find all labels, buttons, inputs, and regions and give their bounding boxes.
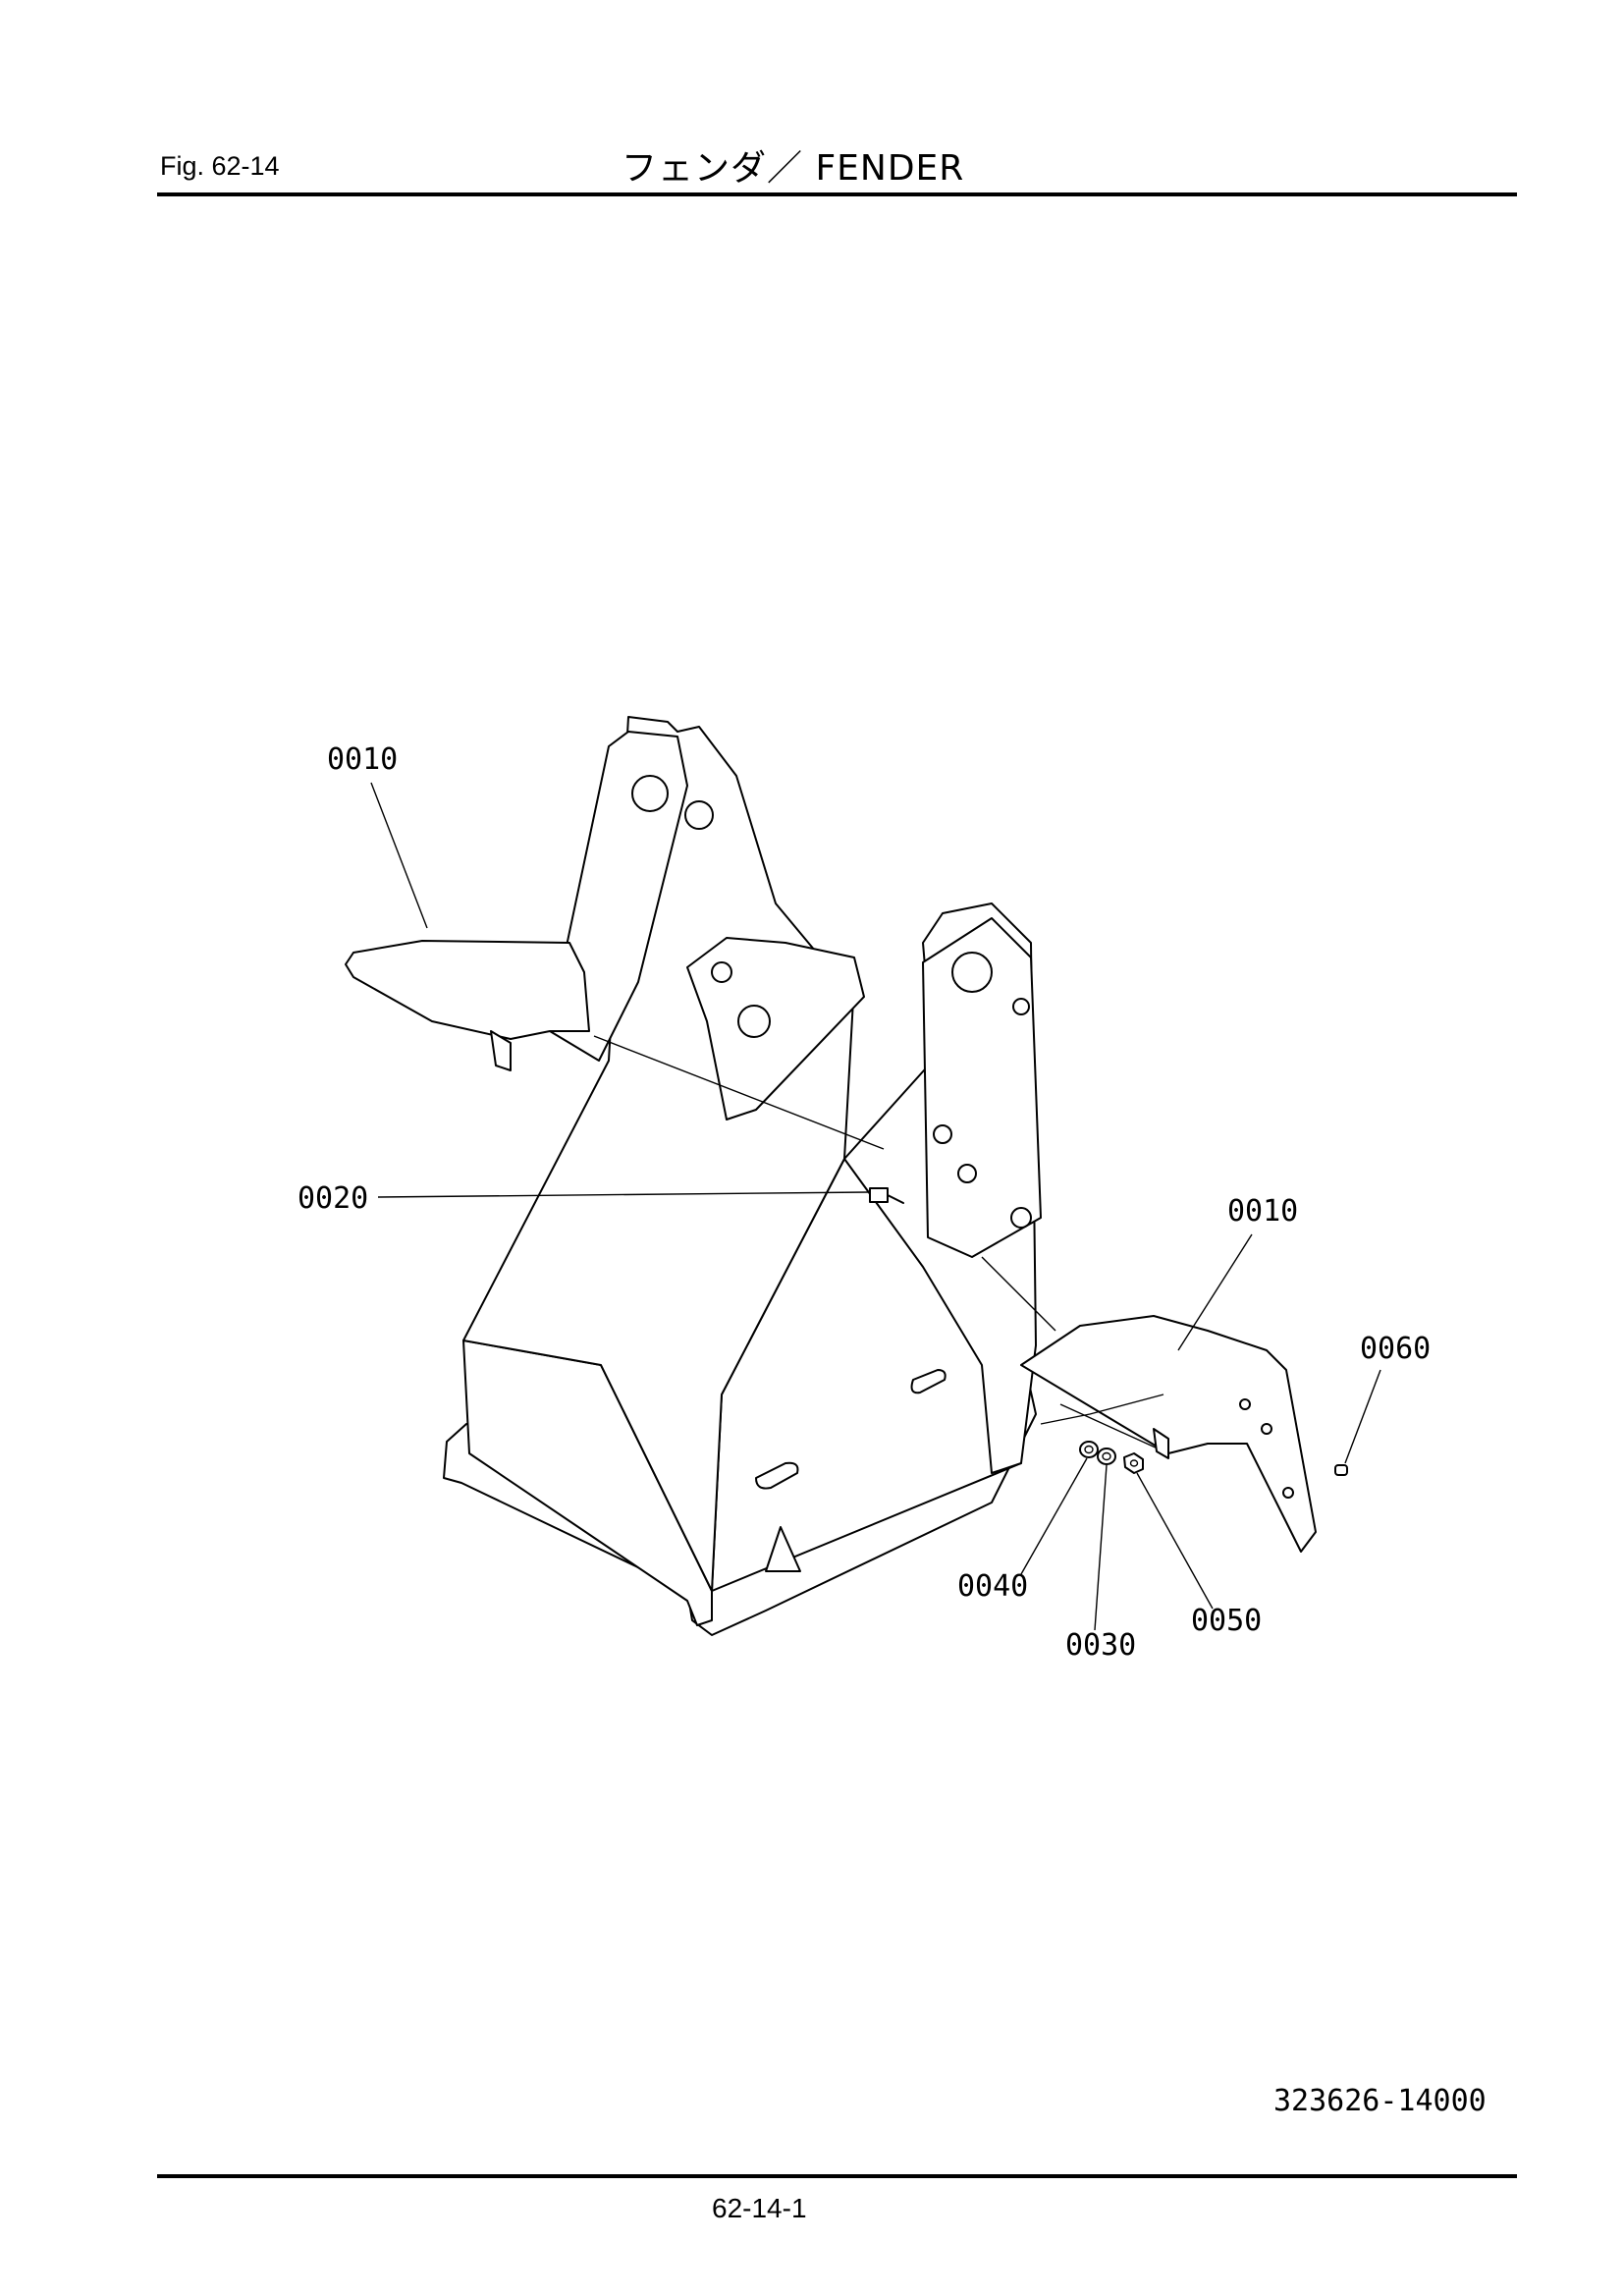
leader-0010-left bbox=[370, 782, 428, 929]
right-fender-edge bbox=[1059, 1403, 1169, 1454]
left-lug-hole bbox=[631, 775, 669, 812]
center-bracket-hole-2 bbox=[737, 1005, 771, 1038]
center-bracket-hole bbox=[711, 961, 732, 983]
right-side-plate-front bbox=[922, 917, 1042, 1258]
leader-0050 bbox=[1136, 1472, 1214, 1610]
callout-0010-left: 0010 bbox=[327, 742, 398, 777]
drawing-number: 323626-14000 bbox=[1273, 2084, 1487, 2118]
right-fender bbox=[1020, 1315, 1317, 1553]
left-lug-hole-2 bbox=[684, 800, 714, 830]
side-slot bbox=[910, 1369, 947, 1394]
bolt-0020 bbox=[869, 1187, 904, 1204]
lock-washer-0030 bbox=[1097, 1448, 1116, 1465]
right-fender-hole-2 bbox=[1261, 1423, 1272, 1435]
leader-lines bbox=[370, 782, 1381, 1631]
callout-0020: 0020 bbox=[298, 1181, 368, 1216]
center-bracket bbox=[686, 937, 865, 1121]
figure-label: Fig. 62-14 bbox=[160, 151, 280, 181]
left-fender bbox=[345, 940, 590, 1071]
right-fender-hole-1 bbox=[1239, 1398, 1251, 1410]
bolt-head bbox=[869, 1187, 889, 1203]
fender-mount-line bbox=[981, 1256, 1056, 1332]
base-gusset bbox=[765, 1526, 801, 1572]
front-slot bbox=[755, 1461, 799, 1490]
leader-0060 bbox=[1344, 1369, 1381, 1464]
right-fender-hole-3 bbox=[1282, 1487, 1294, 1499]
right-fender-stay bbox=[1153, 1428, 1169, 1459]
right-plate-hole bbox=[951, 952, 993, 993]
left-fender-plate bbox=[345, 940, 590, 1040]
frame-assembly bbox=[443, 716, 1056, 1636]
cross-member-line bbox=[593, 1035, 885, 1150]
cap-0060 bbox=[1334, 1464, 1348, 1476]
right-plate-bolt-2 bbox=[1010, 1207, 1032, 1229]
left-side-plate bbox=[462, 716, 855, 1592]
leader-0020 bbox=[377, 1191, 869, 1198]
header-rule bbox=[157, 192, 1517, 196]
page-title: フェンダ／ FENDER bbox=[622, 148, 965, 189]
callout-0010-right: 0010 bbox=[1227, 1194, 1298, 1229]
leader-0040 bbox=[1020, 1457, 1088, 1575]
leader-0030 bbox=[1094, 1464, 1108, 1631]
right-plate-bolt-1 bbox=[1012, 998, 1030, 1015]
footer-rule bbox=[157, 2174, 1517, 2178]
washer-0040 bbox=[1079, 1441, 1099, 1458]
leader-0010-right bbox=[1177, 1233, 1253, 1351]
page-number: 62-14-1 bbox=[712, 2193, 807, 2223]
bolt-shank bbox=[887, 1194, 904, 1204]
right-fender-mount bbox=[1040, 1394, 1164, 1425]
left-fender-stay bbox=[490, 1030, 512, 1071]
callout-0030: 0030 bbox=[1065, 1628, 1136, 1663]
callout-0050: 0050 bbox=[1191, 1604, 1262, 1638]
right-fender-plate bbox=[1020, 1315, 1317, 1553]
right-plate-hole-3 bbox=[957, 1164, 977, 1183]
nut-0050 bbox=[1123, 1452, 1144, 1474]
callout-0040: 0040 bbox=[957, 1569, 1028, 1604]
callout-0060: 0060 bbox=[1360, 1332, 1431, 1366]
right-plate-hole-2 bbox=[933, 1124, 952, 1144]
